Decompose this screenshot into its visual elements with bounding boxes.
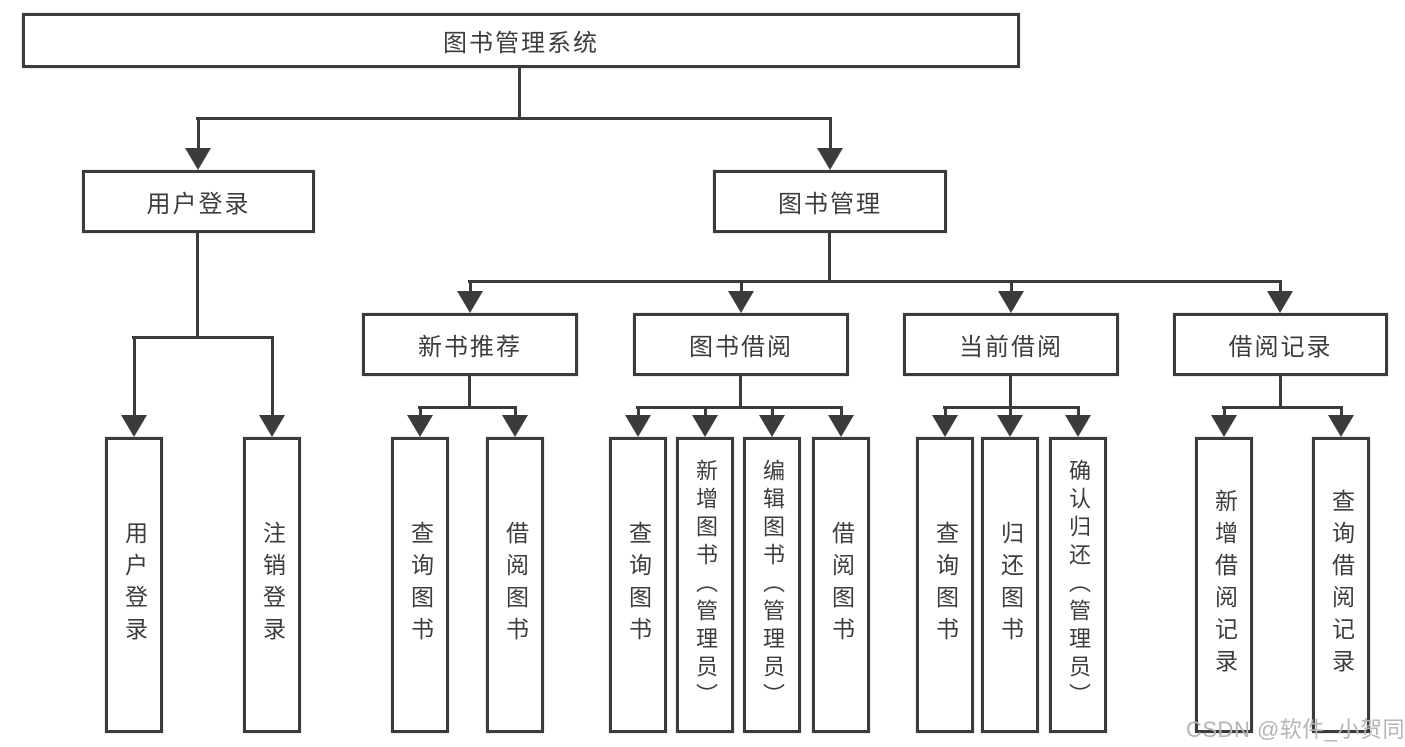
node-label: 新增借阅记录 (1211, 489, 1238, 681)
node-label: 编辑图书（管理员） (760, 459, 785, 711)
arrow-to-book-management (817, 118, 843, 170)
connector-borrowing-stub (739, 376, 742, 409)
node-bb-edit-book-admin: 编辑图书（管理员） (743, 437, 801, 733)
node-label: 借阅图书 (828, 521, 855, 649)
node-cb-confirm-return-admin: 确认归还（管理员） (1049, 437, 1107, 733)
connector-new-rec-rail (418, 406, 517, 409)
node-label: 查询图书 (932, 521, 959, 649)
node-label: 新增图书（管理员） (693, 459, 718, 711)
node-book-borrowing: 图书借阅 (633, 313, 849, 376)
node-label: 图书管理系统 (443, 30, 599, 57)
node-label: 图书借阅 (689, 334, 793, 361)
node-label: 用户登录 (146, 191, 251, 218)
node-label: 注销登录 (259, 521, 286, 649)
connector-root-rail (196, 117, 832, 120)
node-label: 确认归还（管理员） (1066, 459, 1091, 711)
node-rec-borrow-book: 借阅图书 (486, 437, 544, 733)
arrow-to-bb-edit-book (759, 406, 785, 437)
arrow-to-borrowing-records (1267, 280, 1293, 313)
node-label: 用户登录 (121, 521, 148, 649)
arrow-to-book-borrowing (728, 280, 754, 313)
node-cb-query-book: 查询图书 (916, 437, 974, 733)
node-label: 查询借阅记录 (1328, 489, 1355, 681)
node-label: 新书推荐 (418, 334, 522, 361)
arrow-to-br-query-record (1328, 406, 1354, 437)
arrow-to-rec-borrow-book (502, 406, 528, 437)
arrow-to-bb-query-book (625, 406, 651, 437)
connector-root-stub (518, 68, 521, 120)
node-new-book-recommend: 新书推荐 (362, 313, 578, 376)
node-bb-add-book-admin: 新增图书（管理员） (676, 437, 734, 733)
node-br-add-borrow-record: 新增借阅记录 (1195, 437, 1253, 733)
node-current-borrowing: 当前借阅 (903, 313, 1119, 376)
arrow-to-bb-borrow-book (828, 406, 854, 437)
node-label: 当前借阅 (959, 334, 1063, 361)
node-book-management: 图书管理 (713, 170, 947, 233)
node-cb-return-book: 归还图书 (981, 437, 1039, 733)
arrow-to-cb-query-book (932, 406, 958, 437)
connector-borrowing-rail (636, 406, 843, 409)
node-label: 归还图书 (997, 521, 1024, 649)
node-borrowing-records: 借阅记录 (1173, 313, 1388, 376)
arrow-to-cb-confirm-return (1065, 406, 1091, 437)
arrow-to-user-login (185, 118, 211, 170)
node-label: 查询图书 (407, 521, 434, 649)
arrow-to-leaf-user-login (121, 336, 147, 437)
arrow-to-new-book-recommend (457, 280, 483, 313)
node-user-login: 用户登录 (82, 170, 315, 233)
arrow-to-bb-add-book (692, 406, 718, 437)
connector-records-stub (1279, 376, 1282, 409)
node-leaf-logout-login: 注销登录 (243, 437, 301, 733)
arrow-to-br-add-record (1211, 406, 1237, 437)
node-br-query-borrow-record: 查询借阅记录 (1312, 437, 1370, 733)
arrow-to-rec-query-book (407, 406, 433, 437)
node-rec-query-book: 查询图书 (391, 437, 449, 733)
connector-current-stub (1009, 376, 1012, 409)
arrow-to-current-borrowing (998, 280, 1024, 313)
arrow-to-cb-return-book (997, 406, 1023, 437)
node-leaf-user-login: 用户登录 (105, 437, 163, 733)
node-bb-query-book: 查询图书 (609, 437, 667, 733)
node-bb-borrow-book: 借阅图书 (812, 437, 870, 733)
node-label: 图书管理 (778, 191, 882, 218)
csdn-watermark: CSDN @软件_小贺同学 (1186, 717, 1405, 742)
node-label: 借阅记录 (1228, 334, 1333, 361)
connector-user-login-stub (196, 233, 199, 339)
node-label: 查询图书 (625, 521, 652, 649)
connector-records-rail (1222, 406, 1343, 409)
node-library-management-system: 图书管理系统 (22, 13, 1020, 68)
connector-current-rail (943, 406, 1080, 409)
node-label: 借阅图书 (502, 521, 529, 649)
connector-book-mgmt-stub (828, 233, 831, 283)
connector-book-mgmt-rail (468, 280, 1282, 283)
connector-new-rec-stub (468, 376, 471, 409)
connector-user-login-rail (132, 336, 274, 339)
arrow-to-leaf-logout (259, 336, 285, 437)
